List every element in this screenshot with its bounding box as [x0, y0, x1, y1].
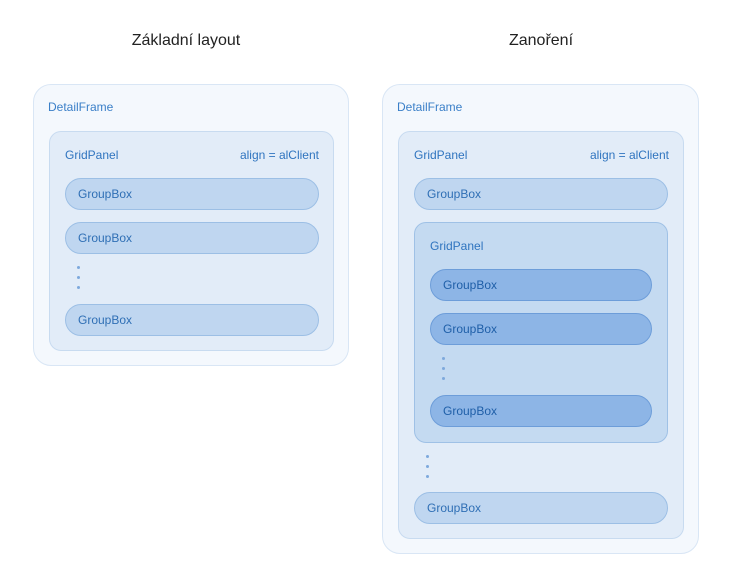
left-ellipsis-dots — [77, 266, 81, 296]
left-groupbox-3: GroupBox — [65, 304, 319, 336]
right-detailframe-label: DetailFrame — [397, 100, 463, 114]
right-detailframe: DetailFrame GridPanel align = alClient G… — [382, 84, 699, 554]
left-gridpanel-label: GridPanel — [65, 148, 119, 162]
nested-groupbox-3: GroupBox — [430, 395, 652, 427]
right-groupbox-1: GroupBox — [414, 178, 668, 210]
right-groupbox-2: GroupBox — [414, 492, 668, 524]
left-detailframe-label: DetailFrame — [48, 100, 114, 114]
left-groupbox-2: GroupBox — [65, 222, 319, 254]
right-gridpanel: GridPanel align = alClient GroupBox Grid… — [398, 131, 684, 539]
left-groupbox-1: GroupBox — [65, 178, 319, 210]
nested-gridpanel-label: GridPanel — [430, 239, 484, 253]
right-gridpanel-align: align = alClient — [589, 148, 669, 162]
left-gridpanel: GridPanel align = alClient GroupBox Grou… — [49, 131, 334, 351]
right-ellipsis-dots — [426, 455, 430, 485]
nested-groupbox-1: GroupBox — [430, 269, 652, 301]
right-diagram-title: Zanoření — [508, 32, 574, 49]
left-detailframe: DetailFrame GridPanel align = alClient G… — [33, 84, 349, 366]
left-gridpanel-align: align = alClient — [239, 148, 319, 162]
nested-ellipsis-dots — [442, 357, 446, 387]
nested-groupbox-2: GroupBox — [430, 313, 652, 345]
nested-gridpanel: GridPanel GroupBox GroupBox GroupBox — [414, 222, 668, 443]
right-gridpanel-label: GridPanel — [414, 148, 468, 162]
left-diagram-title: Základní layout — [131, 32, 241, 49]
